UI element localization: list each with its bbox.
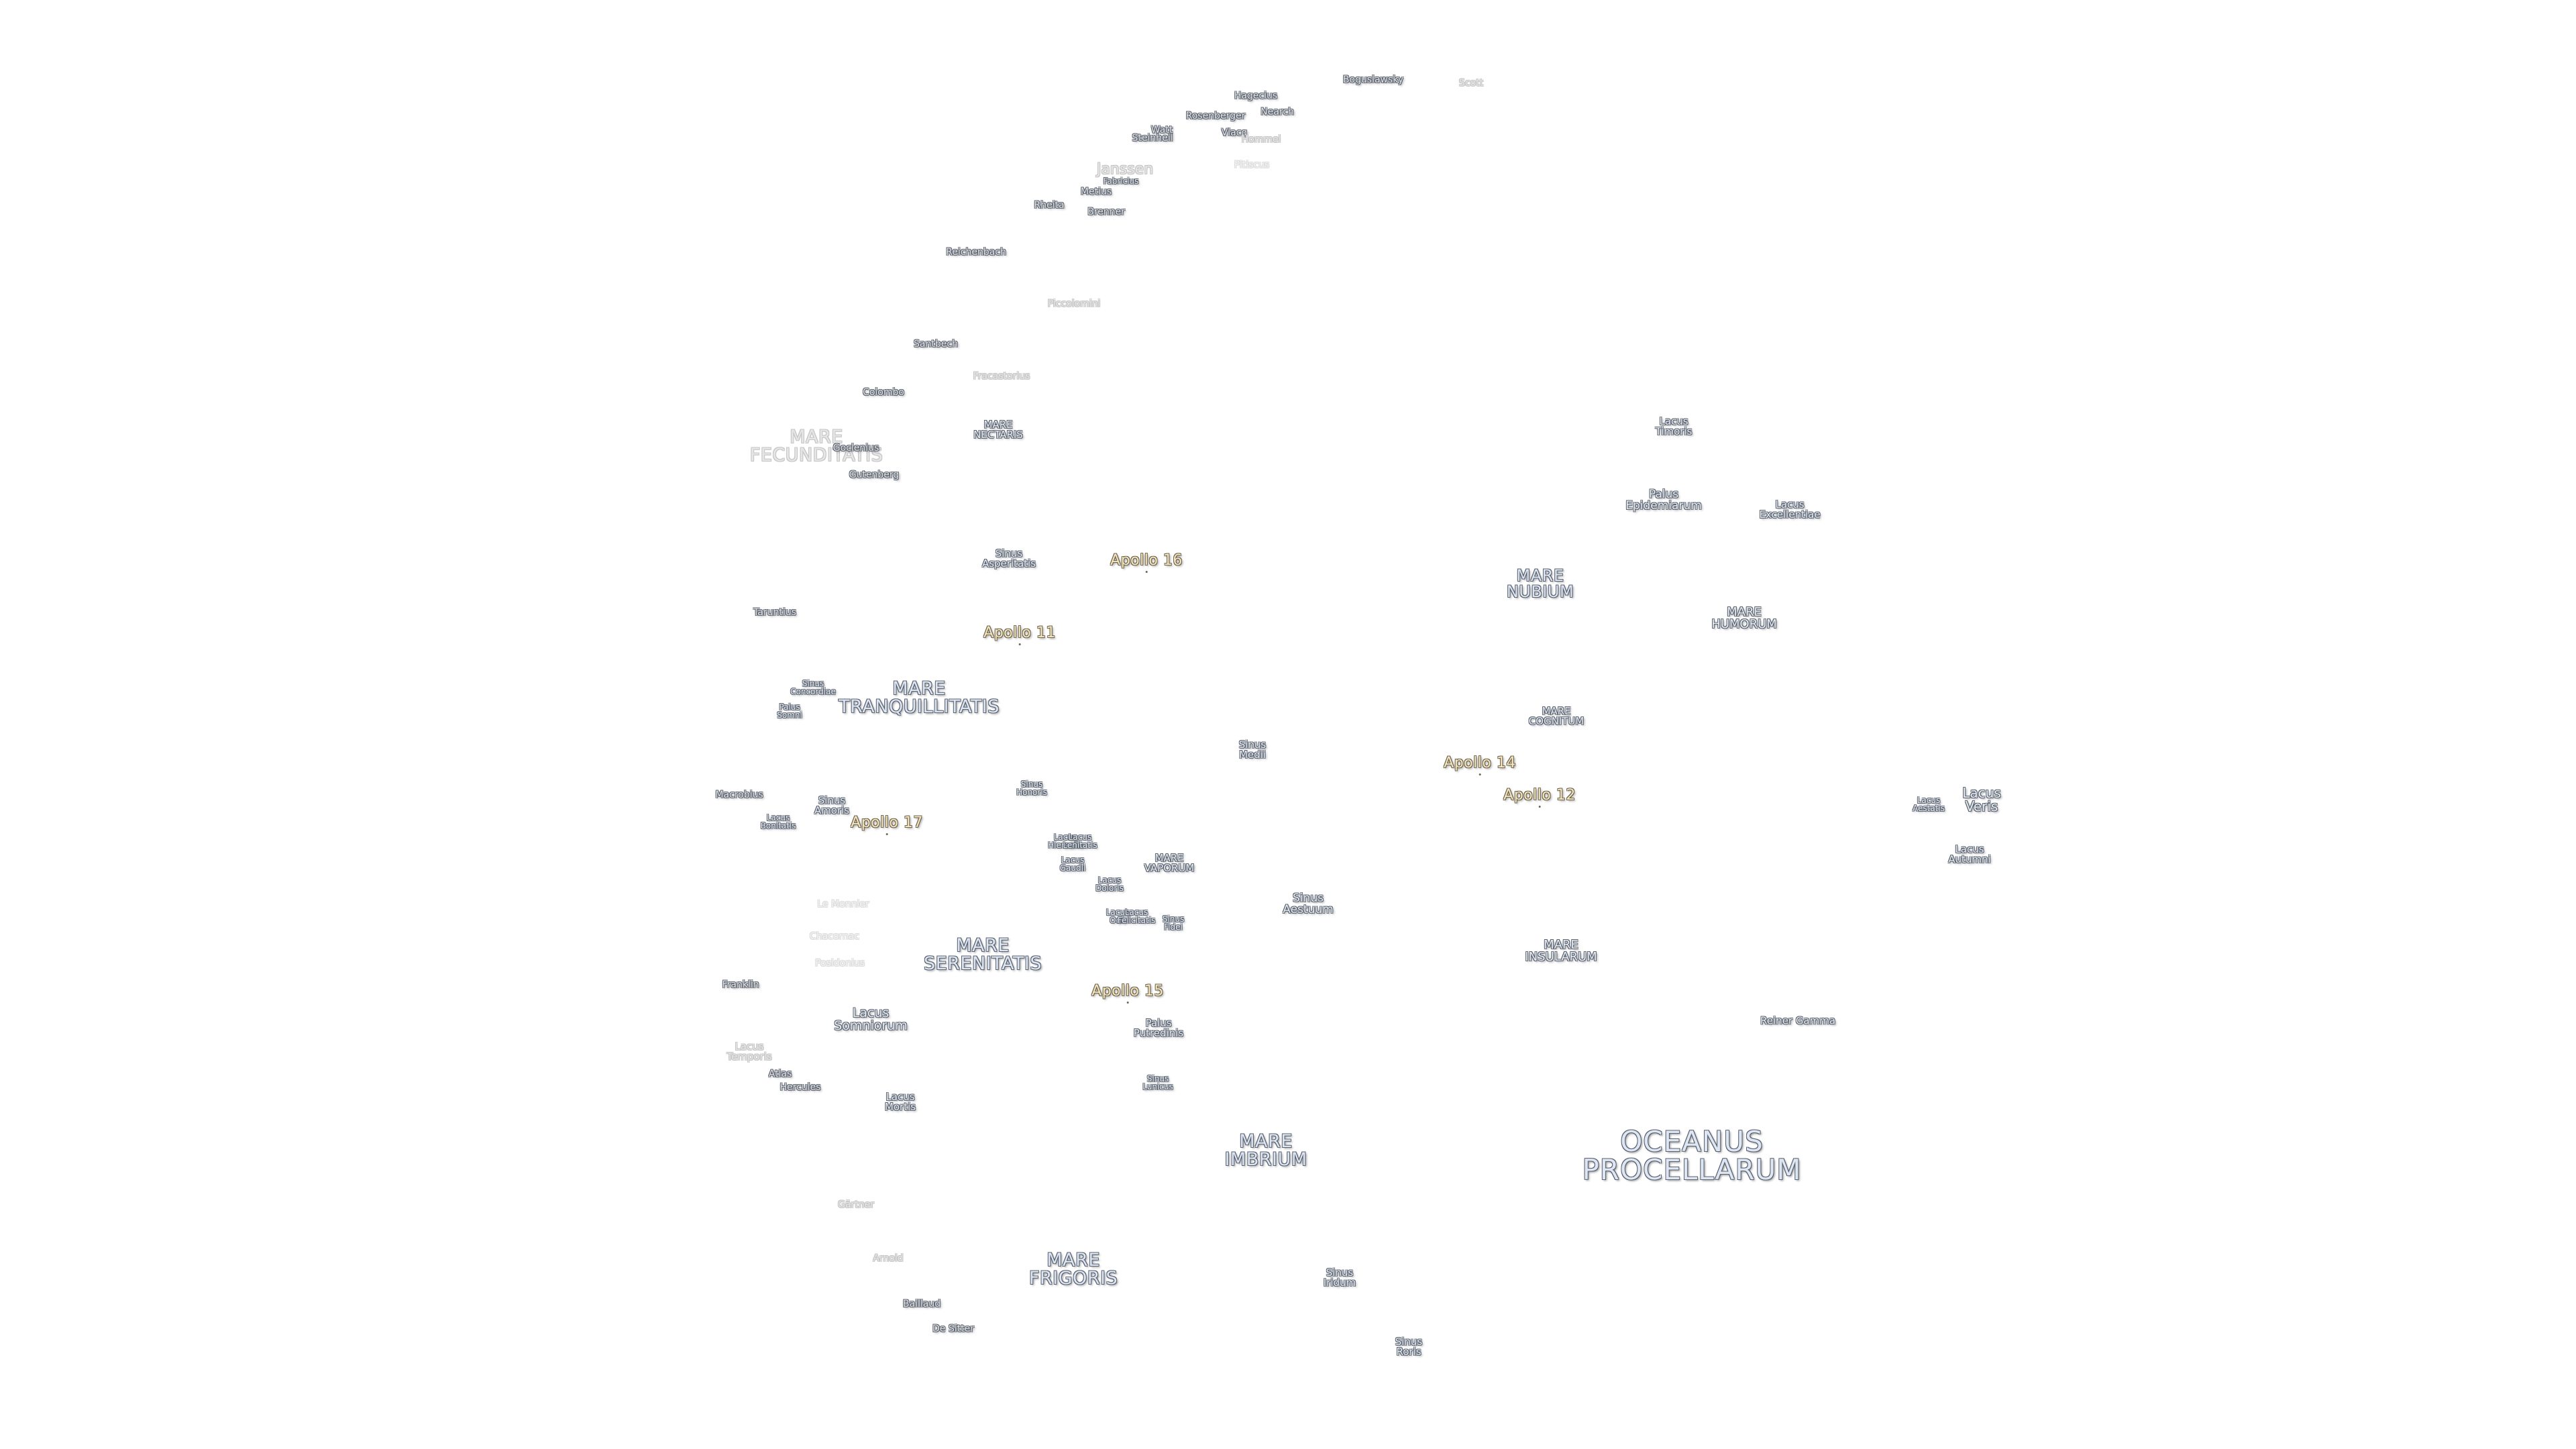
- label-crater-baillaud[interactable]: Baillaud: [902, 1299, 941, 1309]
- apollo-17-marker[interactable]: Apollo 17: [851, 814, 923, 831]
- label-lacus-doloris[interactable]: Lacus Doloris: [1095, 875, 1124, 893]
- label-crater-chacornac[interactable]: Chacornac: [809, 931, 860, 942]
- label-crater-rheita[interactable]: Rheita: [1034, 200, 1065, 211]
- label-sinus-amoris[interactable]: Sinus Amoris: [814, 794, 850, 816]
- label-crater-reichenbach[interactable]: Reichenbach: [946, 247, 1006, 258]
- label-lacus-timoris[interactable]: Lacus Timoris: [1655, 415, 1693, 437]
- label-mare-humorum[interactable]: MARE HUMORUM: [1711, 605, 1777, 631]
- label-crater-hagecius[interactable]: Hagecius: [1234, 91, 1278, 101]
- label-crater-fabricius[interactable]: Fabricius: [1103, 176, 1139, 186]
- label-crater-nearch[interactable]: Nearch: [1260, 107, 1294, 117]
- apollo-14-marker[interactable]: Apollo 14: [1444, 755, 1516, 771]
- label-lacus-veris[interactable]: Lacus Veris: [1962, 785, 2001, 814]
- label-palus-epidemiarum[interactable]: Palus Epidemiarum: [1625, 488, 1702, 513]
- label-crater-le-monnier[interactable]: Le Monnier: [817, 899, 869, 910]
- label-sinus-fidei[interactable]: Sinus Fidei: [1162, 914, 1185, 932]
- label-sinus-iridum[interactable]: Sinus Iridum: [1323, 1267, 1356, 1289]
- label-crater-colombo[interactable]: Colombo: [863, 387, 904, 398]
- label-mare-tranquillitatis[interactable]: MARE TRANQUILLITATIS: [839, 678, 1000, 717]
- label-oceanus-procellarum[interactable]: OCEANUS PROCELLARUM: [1582, 1125, 1802, 1186]
- label-crater-hommel[interactable]: Hommel: [1241, 134, 1281, 145]
- label-lacus-temporis[interactable]: Lacus Temporis: [727, 1040, 772, 1063]
- label-crater-fracastorius[interactable]: Fracastorius: [973, 371, 1030, 382]
- label-sinus-medii[interactable]: Sinus Medii: [1238, 739, 1267, 761]
- label-crater-piccolomini[interactable]: Piccolomini: [1047, 299, 1101, 309]
- label-crater-scott[interactable]: Scott: [1458, 78, 1484, 89]
- label-crater-janssen[interactable]: Janssen: [1096, 161, 1154, 178]
- label-crater-gartner[interactable]: Gärtner: [838, 1199, 874, 1210]
- label-lacus-mortis[interactable]: Lacus Mortis: [884, 1091, 916, 1113]
- label-mare-imbrium[interactable]: MARE IMBRIUM: [1224, 1131, 1307, 1170]
- label-lacus-autumni[interactable]: Lacus Autumni: [1948, 843, 1991, 865]
- label-crater-goclenius[interactable]: Goclenius: [833, 443, 879, 453]
- label-crater-rosenberger[interactable]: Rosenberger: [1185, 111, 1246, 121]
- label-crater-metius[interactable]: Metius: [1080, 186, 1112, 197]
- label-lacus-odii[interactable]: Lacus Odii: [1106, 908, 1130, 925]
- label-crater-franklin[interactable]: Franklin: [722, 979, 759, 990]
- label-crater-arnold[interactable]: Arnold: [873, 1253, 904, 1264]
- label-lacus-bonitatis[interactable]: Lacus Bonitatis: [760, 813, 796, 830]
- label-crater-hercules[interactable]: Hercules: [780, 1082, 821, 1093]
- apollo-11-marker[interactable]: Apollo 11: [983, 625, 1056, 641]
- label-sinus-roris[interactable]: Sinus Roris: [1395, 1336, 1423, 1358]
- label-palus-putredinis[interactable]: Palus Putredinis: [1133, 1017, 1184, 1039]
- label-crater-boguslawsky[interactable]: Boguslawsky: [1342, 74, 1404, 85]
- label-mare-nectaris[interactable]: MARE NECTARIS: [973, 419, 1023, 441]
- label-sinus-concordiae[interactable]: Sinus Concordiae: [790, 679, 836, 696]
- label-lacus-excellentiae[interactable]: Lacus Excellentiae: [1759, 498, 1821, 521]
- label-crater-taruntius[interactable]: Taruntius: [753, 607, 796, 618]
- label-lacus-hiemalis[interactable]: Lacus Hiemalis: [1048, 833, 1083, 850]
- apollo-16-marker[interactable]: Apollo 16: [1110, 552, 1183, 569]
- label-sinus-aestuum[interactable]: Sinus Aestuum: [1283, 892, 1334, 916]
- apollo-12-marker[interactable]: Apollo 12: [1503, 787, 1576, 804]
- label-lacus-lenitatis[interactable]: Lacus Lenitatis: [1063, 833, 1097, 850]
- label-mare-cognitum[interactable]: MARE COGNITUM: [1528, 705, 1585, 727]
- label-sinus-honoris[interactable]: Sinus Honoris: [1016, 780, 1047, 797]
- label-mare-fecunditatis[interactable]: MARE FECUNDITATIS: [749, 427, 883, 466]
- label-mare-frigoris[interactable]: MARE FRIGORIS: [1028, 1250, 1118, 1289]
- label-crater-steinheil[interactable]: Steinheil: [1132, 133, 1173, 144]
- label-crater-pitiscus[interactable]: Pitiscus: [1234, 160, 1270, 170]
- label-lacus-felicitatis[interactable]: Lacus Felicitatis: [1117, 908, 1156, 925]
- label-crater-atlas[interactable]: Atlas: [768, 1069, 792, 1079]
- label-crater-watt[interactable]: Watt: [1150, 125, 1173, 136]
- label-lacus-gaudii[interactable]: Lacus Gaudii: [1059, 855, 1086, 873]
- label-reiner-gamma[interactable]: Reiner Gamma: [1760, 1014, 1836, 1027]
- label-mare-vaporum[interactable]: MARE VAPORUM: [1144, 852, 1195, 874]
- label-crater-santbech[interactable]: Santbech: [914, 339, 958, 350]
- label-sinus-asperitatis[interactable]: Sinus Asperitatis: [981, 547, 1036, 570]
- label-palus-somni[interactable]: Palus Somni: [777, 702, 802, 720]
- label-lacus-aestatis[interactable]: Lacus Aestatis: [1913, 796, 1945, 813]
- label-crater-vlacq[interactable]: Vlacq: [1221, 127, 1248, 138]
- apollo-15-marker[interactable]: Apollo 15: [1091, 983, 1164, 1000]
- label-sinus-lunicus[interactable]: Sinus Lunicus: [1142, 1074, 1173, 1091]
- label-lacus-somniorum[interactable]: Lacus Somniorum: [834, 1006, 908, 1033]
- label-crater-posidonius[interactable]: Posidonius: [814, 958, 865, 969]
- label-crater-macrobius[interactable]: Macrobius: [715, 790, 763, 800]
- label-crater-gutenberg[interactable]: Gutenberg: [849, 470, 900, 480]
- label-mare-nubium[interactable]: MARE NUBIUM: [1506, 566, 1574, 601]
- label-crater-brenner[interactable]: Brenner: [1087, 207, 1125, 217]
- label-crater-de-sitter[interactable]: De Sitter: [932, 1324, 974, 1334]
- label-mare-insularum[interactable]: MARE INSULARUM: [1525, 938, 1597, 964]
- label-mare-serenitatis[interactable]: MARE SERENITATIS: [923, 935, 1042, 974]
